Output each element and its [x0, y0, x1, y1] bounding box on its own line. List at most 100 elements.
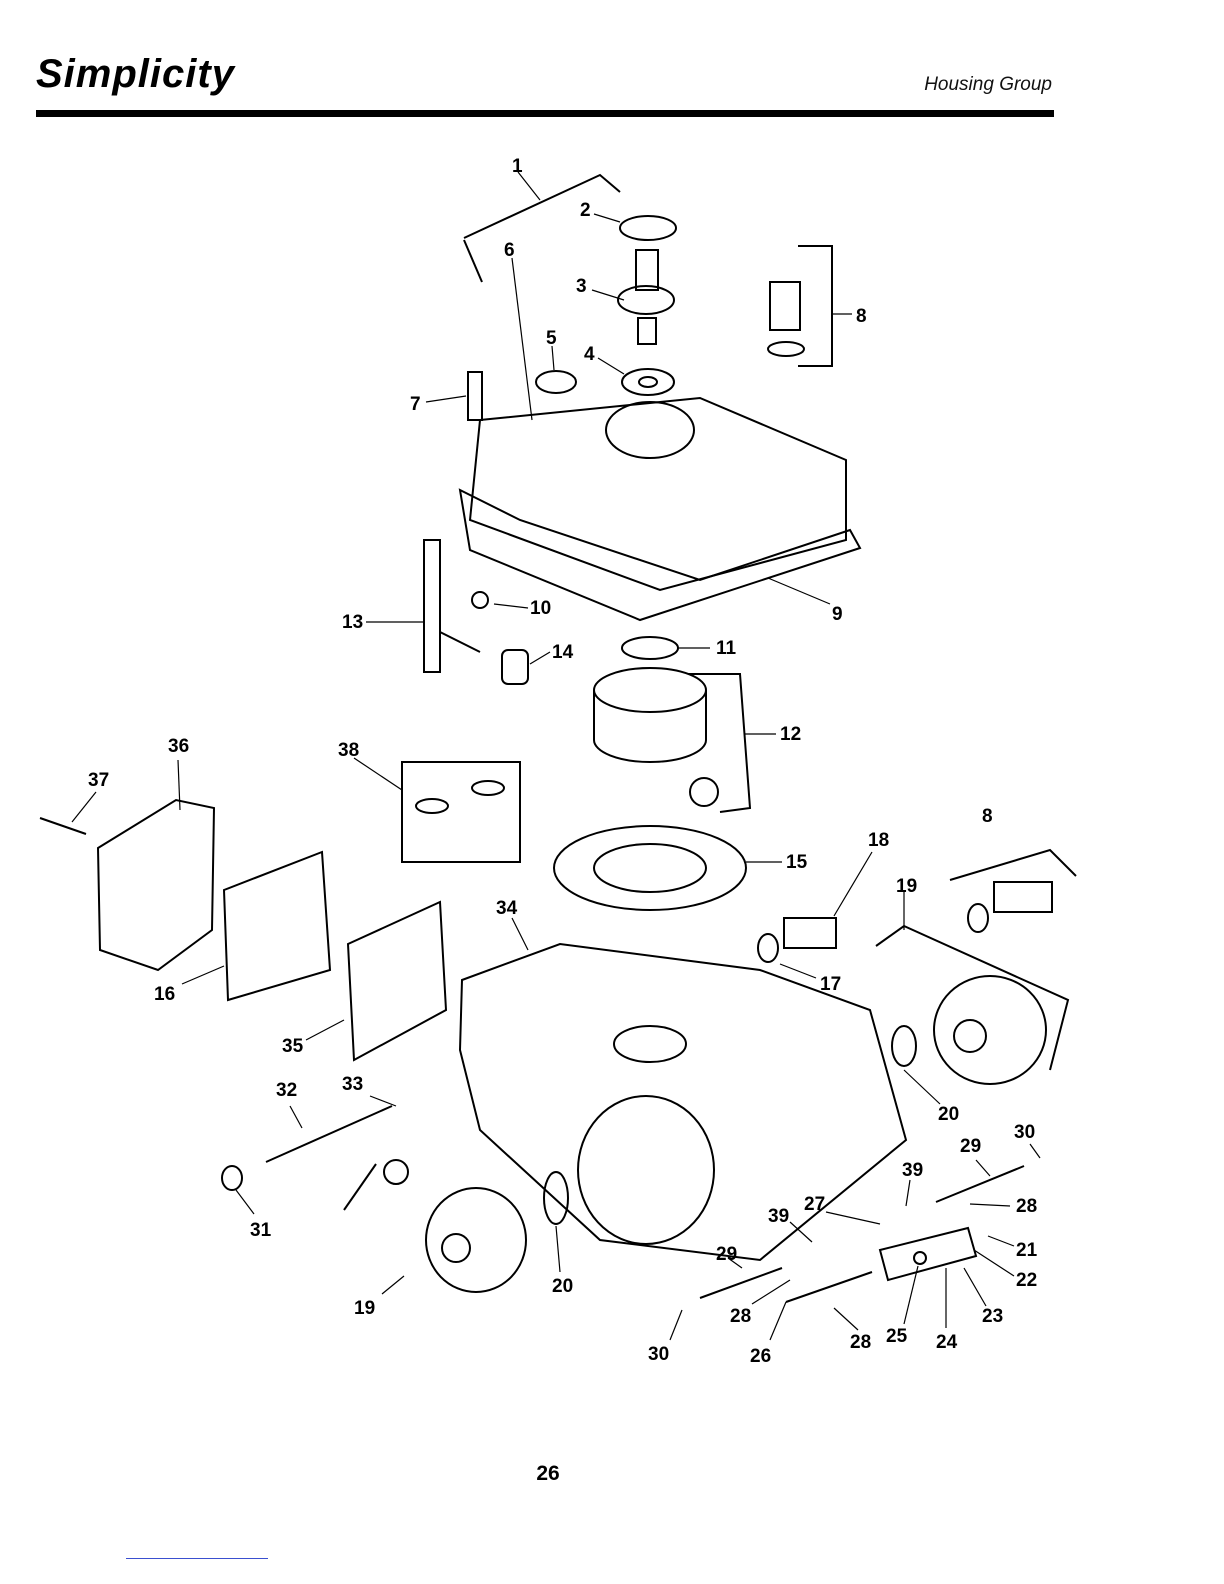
callout-7: 7: [410, 394, 421, 415]
part-36-cover: [98, 800, 214, 970]
leader-31: [236, 1190, 254, 1214]
leader-16: [182, 966, 224, 984]
leader-28-mid: [834, 1308, 858, 1330]
leader-20-right: [904, 1070, 940, 1104]
callout-16: 16: [154, 984, 175, 1005]
leader-29-upper: [976, 1160, 990, 1176]
part-19-left-ball: [384, 1160, 408, 1184]
callout-34: 34: [496, 898, 518, 919]
leader-32: [290, 1106, 302, 1128]
callout-22: 22: [1016, 1270, 1037, 1291]
callout-17: 17: [820, 974, 841, 995]
callout-33: 33: [342, 1074, 363, 1095]
part-26-pin: [786, 1272, 872, 1302]
part-38-piston-b: [472, 781, 504, 795]
exploded-parts-diagram: 1 2 3 4 5 6 7 8 8 9 10 11 12 13 14 15 16…: [0, 130, 1224, 1420]
header-rule: [36, 110, 1054, 117]
part-32-shaft: [266, 1106, 392, 1162]
housing-center-boss: [614, 1026, 686, 1062]
leader-19-left: [382, 1276, 404, 1294]
bracket-1-left: [464, 240, 482, 282]
leader-9: [768, 578, 830, 604]
callout-28-upper: 28: [1016, 1196, 1037, 1217]
callout-19-left: 19: [354, 1298, 375, 1319]
callout-8-top: 8: [856, 306, 867, 327]
part-8-right-oring: [968, 904, 988, 932]
leader-2: [594, 214, 620, 222]
callout-21: 21: [1016, 1240, 1038, 1261]
callout-labels: 1 2 3 4 5 6 7 8 8 9 10 11 12 13 14 15 16…: [88, 156, 1038, 1367]
part-24-lever: [880, 1228, 976, 1280]
part-19-left-bore: [442, 1234, 470, 1262]
cover-boss: [606, 402, 694, 458]
part-25-hole: [914, 1252, 926, 1264]
callout-10: 10: [530, 598, 551, 619]
part-8-right-valve: [994, 882, 1052, 912]
part-13-pin: [440, 632, 480, 652]
footer-link-line: [126, 1558, 268, 1559]
callout-3: 3: [576, 276, 587, 297]
part-20-left: [544, 1172, 568, 1224]
callout-29-lower: 29: [716, 1244, 737, 1265]
callout-20-right: 20: [938, 1104, 959, 1125]
part-5-seal: [536, 371, 576, 393]
callout-6: 6: [504, 240, 515, 261]
callout-12: 12: [780, 724, 801, 745]
part-19-left-block: [426, 1188, 526, 1292]
part-10: [472, 592, 488, 608]
callout-31: 31: [250, 1220, 272, 1241]
leader-21: [988, 1236, 1014, 1246]
leader-6: [512, 258, 532, 420]
leader-23: [964, 1268, 986, 1306]
callout-26: 26: [750, 1346, 771, 1367]
leader-27: [826, 1212, 880, 1224]
housing-front-bore: [578, 1096, 714, 1244]
part-20-right: [892, 1026, 916, 1066]
callout-29-upper: 29: [960, 1136, 981, 1157]
part-38-box: [402, 762, 520, 862]
leader-28-lower: [752, 1280, 790, 1304]
leader-10: [494, 604, 528, 608]
bracket-19-right: [876, 926, 1068, 1070]
callout-37: 37: [88, 770, 109, 791]
callout-15: 15: [786, 852, 808, 873]
callout-24: 24: [936, 1332, 958, 1353]
callout-27: 27: [804, 1194, 825, 1215]
leader-34: [512, 918, 528, 950]
bracket-19-left: [344, 1164, 376, 1210]
leader-4: [598, 358, 624, 374]
part-18-fitting: [784, 918, 836, 948]
part-4-hole: [639, 377, 657, 387]
leader-28-upper: [970, 1204, 1010, 1206]
callout-18: 18: [868, 830, 889, 851]
part-19-right-block: [934, 976, 1046, 1084]
callout-13: 13: [342, 612, 363, 633]
part-9-gasket: [460, 490, 860, 620]
callout-32: 32: [276, 1080, 297, 1101]
part-drawings: [40, 175, 1076, 1302]
leader-30-upper: [1030, 1144, 1040, 1158]
part-16-filter: [224, 852, 330, 1000]
leader-18: [834, 852, 872, 916]
callout-1: 1: [512, 156, 523, 177]
leader-17: [780, 964, 816, 978]
callout-25: 25: [886, 1326, 908, 1347]
upper-housing-cover: [470, 398, 846, 590]
callout-30-upper: 30: [1014, 1122, 1035, 1143]
callout-2: 2: [580, 200, 591, 221]
callout-9: 9: [832, 604, 843, 625]
part-38-piston-a: [416, 799, 448, 813]
part-37-bolt: [40, 818, 86, 834]
leader-14: [530, 652, 550, 664]
part-7-bolt: [468, 372, 482, 420]
part-4-washer: [622, 369, 674, 395]
part-15-plate: [554, 826, 746, 910]
callout-19-right: 19: [896, 876, 917, 897]
part-35-gasket: [348, 902, 446, 1060]
callout-28-mid: 28: [850, 1332, 871, 1353]
part-13-shaft: [424, 540, 440, 672]
part-29-pin-upper: [936, 1166, 1024, 1202]
leader-26: [770, 1302, 786, 1340]
part-31-spring: [222, 1166, 242, 1190]
part-12-body: [594, 690, 706, 762]
